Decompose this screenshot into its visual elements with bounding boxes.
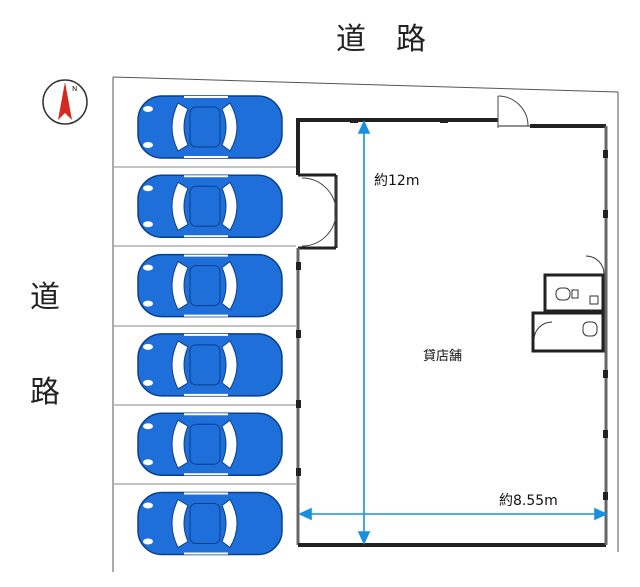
road-char: 道 — [336, 22, 366, 57]
parked-car-icon — [137, 412, 283, 476]
parking-lot — [137, 95, 283, 556]
parked-car-icon — [137, 253, 283, 318]
parking-dividers — [114, 166, 296, 485]
width-dimension-label: 約8.55m — [499, 493, 558, 509]
parked-car-icon — [137, 333, 283, 397]
road-label-left-bottom: 路 — [30, 375, 60, 410]
north-arrow-icon — [58, 82, 72, 120]
depth-dimension-label: 約12m — [374, 173, 420, 189]
entrance-door — [301, 177, 337, 247]
building-walls — [296, 118, 608, 547]
site-boundary — [112, 76, 619, 572]
window-marks — [296, 118, 608, 500]
parked-car-icon — [137, 491, 283, 556]
road-label-left-top: 道 — [30, 280, 60, 315]
road-char: 路 — [396, 22, 426, 57]
compass: N — [42, 79, 88, 125]
store-label: 貸店舗 — [423, 349, 463, 364]
parked-car-icon — [137, 95, 283, 159]
dimension-lines — [298, 120, 608, 545]
compass-north-label: N — [72, 85, 77, 93]
toilet-fixtures — [533, 255, 605, 341]
road-label-top: 道路 — [336, 14, 426, 58]
parked-car-icon — [137, 174, 283, 239]
side-door — [497, 95, 529, 128]
